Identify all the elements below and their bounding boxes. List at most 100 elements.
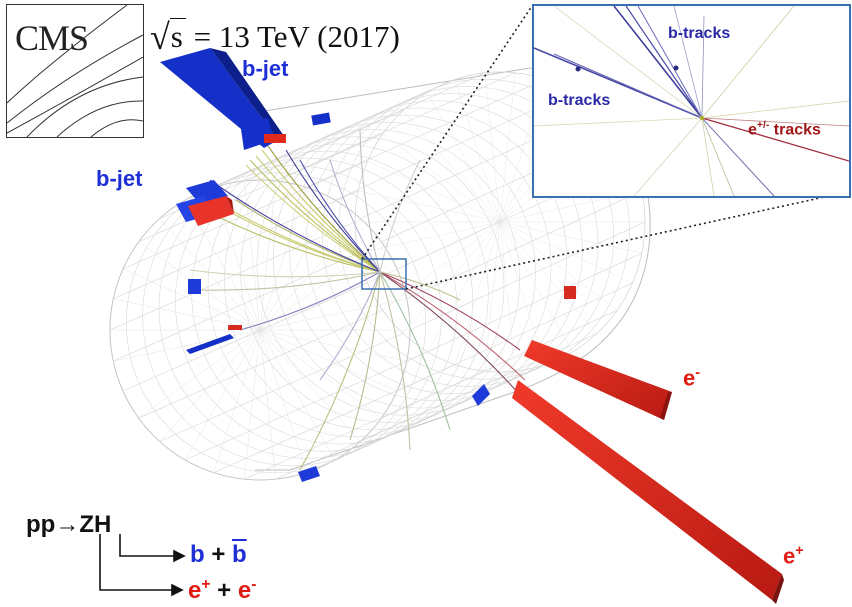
track [209, 179, 381, 273]
endcap-spoke [122, 329, 261, 392]
calo-deposit [228, 325, 242, 330]
endcap-spoke [499, 221, 516, 372]
decay-b-pair: b + b [190, 541, 247, 568]
b-jet-label-upper: b-jet [242, 56, 289, 81]
detector-ring [207, 136, 505, 438]
calo-deposit [472, 384, 490, 406]
endcap-spoke [259, 241, 382, 331]
inset-tracks [534, 6, 849, 196]
calo-deposit [564, 286, 576, 299]
track [379, 271, 526, 381]
endcap-spoke [382, 221, 501, 311]
track [319, 271, 381, 381]
detector-mesh-line [159, 333, 404, 442]
endcap-spoke [259, 329, 307, 473]
track [249, 159, 381, 273]
detector-mesh-line [244, 72, 485, 182]
energy-label: √s = 13 TeV (2017) [150, 14, 400, 57]
track [213, 214, 381, 273]
endcap-spoke [113, 298, 261, 331]
detector-mesh-line [138, 133, 383, 243]
electron-minus-tower [524, 340, 672, 420]
electron-plus-tower [512, 380, 784, 604]
secondary-vertex [673, 65, 679, 71]
detector-mesh-line [306, 364, 545, 473]
detector-mesh-line [109, 221, 356, 331]
secondary-vertex [575, 66, 581, 72]
endcap-spoke [259, 329, 336, 461]
track [349, 271, 381, 441]
endcap-spoke [499, 221, 618, 311]
detector-mesh-line [213, 79, 456, 188]
endcap-spoke [259, 329, 398, 392]
endcap-spoke [484, 72, 501, 223]
b-jet-upper-tower [160, 48, 284, 150]
track [299, 159, 381, 273]
inset-track [613, 6, 703, 119]
sqrt-s: s [169, 18, 186, 54]
endcap-spoke [159, 218, 261, 331]
endcap-spoke [259, 329, 276, 480]
endcap-spoke [159, 329, 261, 442]
calo-deposit [264, 134, 286, 143]
track [189, 269, 381, 278]
endcap-spoke [499, 221, 598, 334]
cms-logo-curves [7, 5, 143, 137]
b-jet-left-cluster [176, 180, 234, 226]
inset-track [534, 117, 703, 127]
decay-e-pair: e+ + e- [188, 576, 257, 604]
cms-logo-text: CMS [15, 18, 89, 58]
inset-label-b-tracks-top: b-tracks [668, 25, 731, 42]
track [199, 271, 381, 291]
track [379, 271, 461, 301]
inset-track [701, 117, 735, 196]
calo-deposit [311, 112, 331, 126]
track [379, 271, 411, 451]
detector-ring [240, 122, 536, 423]
vertex-zoom-inset: b-tracks b-tracks e+/- tracks [532, 4, 851, 198]
detector-mesh-line [213, 364, 456, 473]
endcap-spoke [427, 91, 501, 223]
endcap-spoke [499, 221, 633, 284]
endcap-spoke [499, 72, 516, 223]
detector-ring [224, 129, 520, 430]
detector-mesh-line [275, 370, 516, 480]
inset-track [553, 6, 703, 119]
track [359, 129, 381, 273]
detector-mesh-line [306, 79, 545, 188]
zoom-leader-line [361, 5, 533, 260]
endcap-spoke [402, 110, 501, 223]
inset-track [701, 117, 849, 127]
endcap-spoke [499, 221, 642, 254]
endcap-spoke [259, 298, 407, 331]
track [239, 271, 381, 331]
b-jet-label-left: b-jet [96, 166, 143, 191]
endcap-spoke [484, 221, 501, 372]
process-initial: pp→ZH [26, 511, 112, 538]
endcap-spoke [244, 329, 261, 480]
endcap-spoke [113, 329, 261, 362]
detector-mesh-line [275, 72, 516, 182]
primary-vertex [700, 116, 704, 120]
sqrt-symbol: √ [150, 17, 170, 57]
inset-label-e-tracks: e+/- tracks [748, 120, 821, 139]
electron-minus-label: e- [683, 365, 701, 391]
endcap-spoke [367, 160, 501, 223]
track [329, 159, 381, 273]
endcap-spoke [454, 221, 501, 365]
inset-track [701, 117, 715, 196]
electron-plus-label: e+ [783, 543, 804, 569]
detector-mesh-line [406, 252, 642, 362]
endcap-spoke [244, 180, 261, 331]
inset-track [673, 6, 703, 119]
zoom-region [361, 258, 407, 290]
inset-track [701, 100, 849, 119]
energy-value: = 13 TeV (2017) [185, 19, 400, 54]
endcap-spoke [213, 329, 261, 473]
inset-track [701, 117, 775, 196]
detector-mesh-line [122, 160, 368, 270]
endcap-spoke [427, 221, 501, 353]
endcap-spoke [259, 199, 336, 331]
inset-track [701, 15, 705, 119]
endcap-spoke [259, 268, 398, 331]
